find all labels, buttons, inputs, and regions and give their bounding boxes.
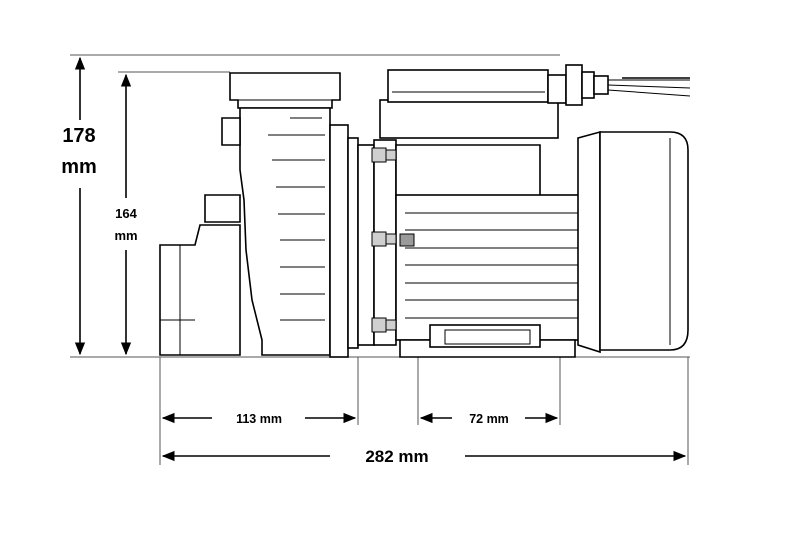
flange-bolts [371, 147, 415, 333]
length-72-label: 72 mm [469, 412, 509, 426]
height-178-unit: mm [61, 156, 97, 178]
extension-lines [70, 54, 690, 465]
length-113-label: 113 mm [236, 412, 282, 426]
motor [371, 130, 689, 358]
height-164-unit: mm [114, 228, 137, 243]
pump-flange [329, 124, 349, 358]
motor-housing [395, 194, 582, 341]
height-164-value: 164 [115, 206, 137, 221]
length-282-label: 282 mm [365, 447, 428, 466]
terminal-box [379, 64, 691, 139]
strainer-housing [239, 107, 331, 356]
motor-end-cap [599, 131, 689, 351]
height-178-value: 178 [62, 125, 95, 147]
strainer-lid [229, 72, 341, 109]
inlet-port [159, 224, 241, 356]
pump-wet-end [159, 72, 375, 358]
